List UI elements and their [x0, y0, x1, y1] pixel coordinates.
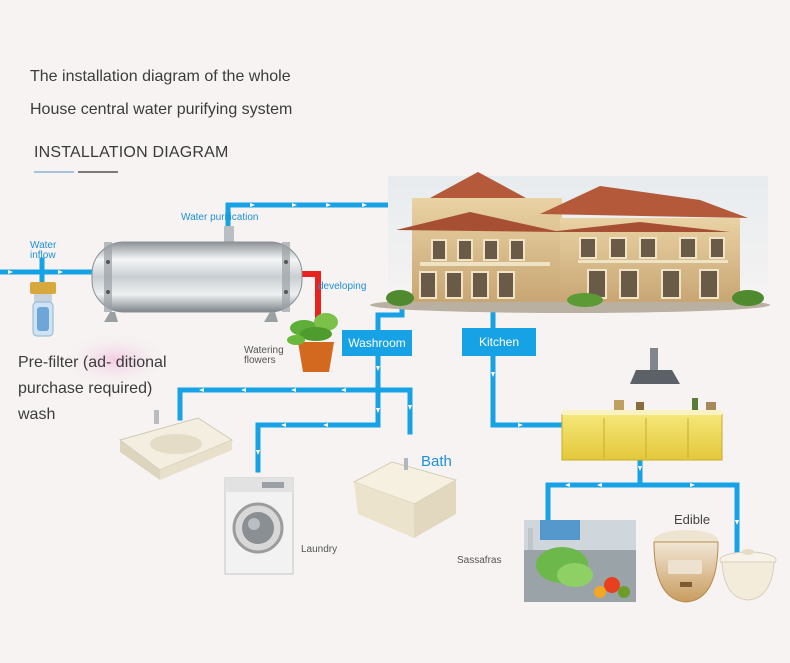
kitchen-box: Kitchen: [462, 328, 536, 356]
washroom-label: Washroom: [348, 336, 406, 350]
label-laundry: Laundry: [301, 544, 338, 555]
washroom-box: Washroom: [342, 330, 412, 356]
pipe-to-sink-kitchen: [545, 457, 643, 531]
rice-cooker-illustration: [653, 530, 719, 603]
pipe-to-sink: [177, 352, 381, 421]
range-hood-illustration: [630, 348, 680, 384]
bathtub-illustration: [352, 458, 458, 538]
flow-arrows: [8, 203, 739, 525]
pipe-to-bath: [375, 387, 413, 435]
pipe-to-cooker: [637, 482, 740, 558]
title-line-2: House central water purifying system: [30, 101, 293, 118]
section-heading: INSTALLATION DIAGRAM: [34, 144, 229, 161]
glow-decoration: [60, 332, 170, 388]
heading-underline-dark: [78, 171, 118, 173]
label-watering-line2: flowers: [244, 355, 276, 366]
label-developing: developing: [318, 281, 367, 292]
label-water-purification: Water purification: [181, 212, 259, 223]
ceramic-bowl-illustration: [719, 549, 777, 601]
label-water-inflow-line1: Water: [30, 240, 57, 251]
house-illustration: [370, 172, 770, 313]
label-sassafras: Sassafras: [457, 555, 502, 566]
purifier-tank: [91, 226, 303, 322]
label-watering-line1: Watering: [244, 345, 284, 356]
plant-pot: [287, 313, 338, 372]
pipe-network: [0, 202, 740, 558]
pipe-to-laundry: [255, 387, 381, 473]
kitchen-label: Kitchen: [478, 335, 520, 349]
kitchen-cabinet-illustration: [561, 398, 723, 461]
pipe-drain-red: [302, 271, 321, 320]
vegetable-washing-photo: [524, 520, 636, 602]
heading-underline-accent: [34, 171, 74, 173]
pipe-kitchen-to-cabinet: [490, 352, 568, 428]
washbasin-illustration: [118, 410, 234, 480]
label-prefilter: Pre-filter (ad- ditional purchase requir…: [18, 354, 167, 423]
washing-machine-illustration: [224, 477, 294, 575]
label-water-inflow-line2: inflow: [30, 250, 56, 261]
prefilter-device: [30, 282, 56, 337]
label-bath: Bath: [421, 453, 452, 470]
pipe-purified-to-house: [225, 202, 455, 239]
label-edible: Edible: [674, 512, 711, 527]
title-line-1: The installation diagram of the whole: [30, 68, 291, 85]
